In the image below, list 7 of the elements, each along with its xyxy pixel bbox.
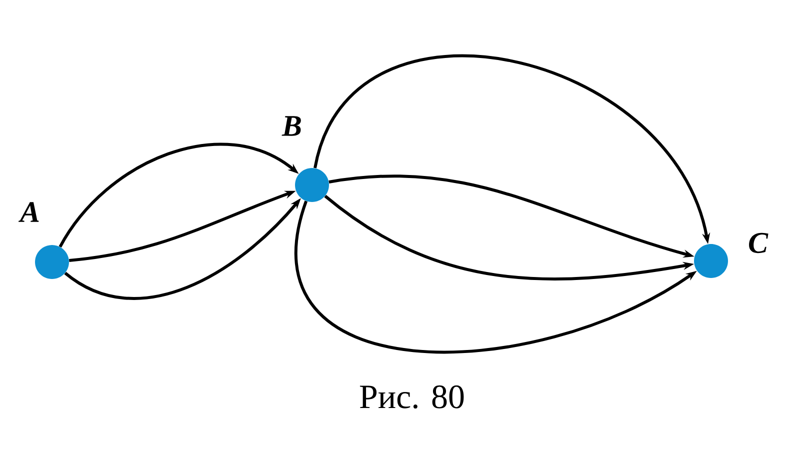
point-label: C	[749, 232, 768, 254]
figure-caption: Рис. 80	[360, 385, 464, 409]
point-label: B	[282, 116, 301, 136]
point-label: A	[18, 202, 39, 222]
point-dot	[694, 244, 728, 278]
point-dot	[35, 244, 69, 279]
point-dot	[295, 168, 329, 202]
